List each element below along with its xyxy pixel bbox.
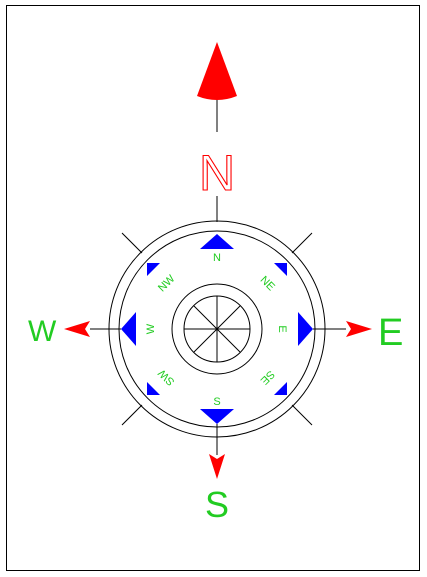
inner-markers <box>121 234 313 424</box>
center-spokes <box>184 296 250 362</box>
north-arrow-head <box>197 42 237 100</box>
marker-e <box>298 312 313 346</box>
marker-sw <box>147 382 160 395</box>
inner-label-nw: NW <box>156 273 178 295</box>
ne-tick <box>291 232 313 254</box>
inner-ring <box>171 283 263 375</box>
east-arrow-head <box>346 321 372 337</box>
marker-nw <box>147 263 160 276</box>
west-label: W <box>28 315 57 348</box>
se-tick <box>291 404 313 426</box>
inner-label-sw: SW <box>156 366 177 387</box>
inner-label-w: W <box>145 323 157 334</box>
east-label: E <box>378 312 403 354</box>
inner-label-ne: NE <box>258 274 277 293</box>
nw-tick <box>121 232 143 254</box>
marker-ne <box>274 263 287 276</box>
inner-label-se: SE <box>258 368 277 387</box>
marker-n <box>200 234 234 249</box>
south-label: S <box>205 484 229 525</box>
south-arrow-head <box>209 454 225 479</box>
west-arrow-head <box>64 321 90 337</box>
marker-w <box>121 312 136 346</box>
inner-label-e: E <box>276 325 288 332</box>
inner-label-s: S <box>213 396 220 408</box>
marker-se <box>274 382 287 395</box>
inner-label-n: N <box>213 252 221 264</box>
marker-s <box>200 409 234 424</box>
sw-tick <box>121 404 143 426</box>
north-label: N <box>199 145 235 201</box>
